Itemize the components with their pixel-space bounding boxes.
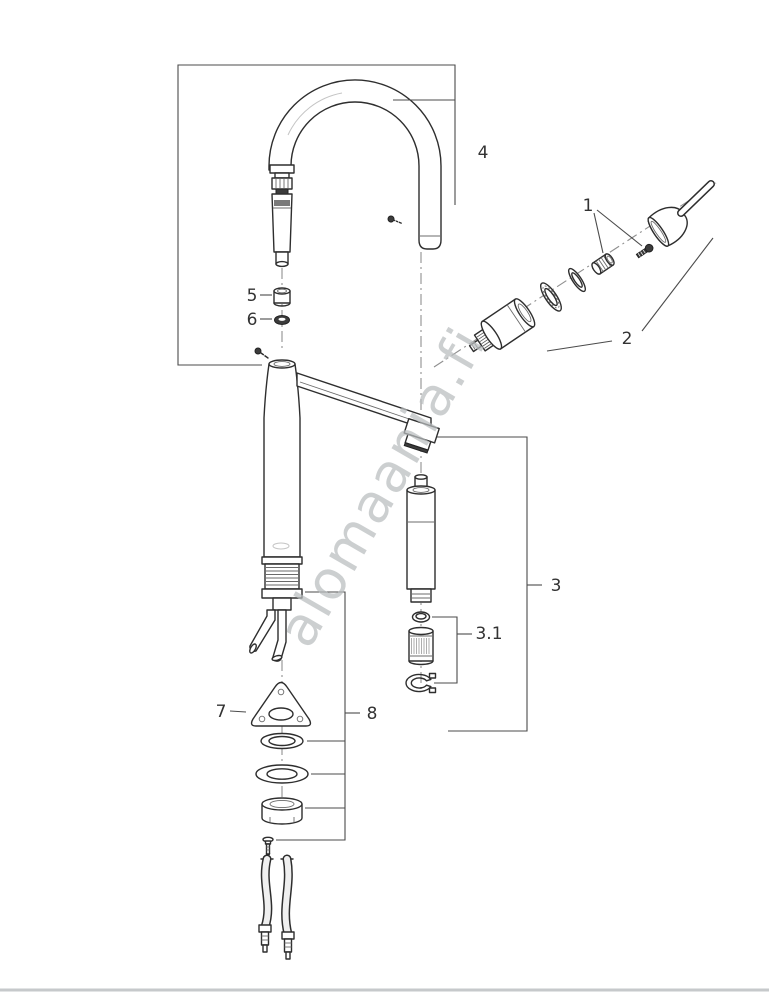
faucet-body [263,359,301,558]
washer-small [260,732,304,750]
callout-8: 8 [367,704,378,724]
callout-6: 6 [247,310,258,330]
part-5-sleeve [273,287,291,307]
diverter-part-3 [406,474,436,603]
arm-set-screw [387,215,402,224]
mounting-screw [262,836,274,859]
mounting-shank [261,556,303,611]
oring-3 [411,611,431,623]
callout-7: 7 [216,702,227,722]
set-screw-top [254,347,269,359]
leader-part-7 [229,710,247,713]
mousseur-3-1 [408,626,434,666]
spray-head [269,164,295,268]
leader-part-4-frame [177,64,456,366]
leader-part-1 [593,209,643,254]
callout-2: 2 [622,329,633,349]
cartridge-part-2 [468,298,536,353]
callout-1: 1 [583,196,594,216]
clip-3-1 [405,672,437,694]
mounting-triangle-part-7 [250,681,312,727]
ring-large [540,282,562,312]
leader-part-3-1 [432,616,472,684]
cartridge-adapter [591,253,615,275]
handle-lever-part-1 [647,180,715,247]
callout-4: 4 [478,143,489,163]
ring-small [567,267,587,293]
handle-screw [635,243,654,259]
washer-large [255,764,309,784]
callout-3-1: 3.1 [475,624,502,644]
mounting-nut [261,797,303,825]
callout-5: 5 [247,286,258,306]
leader-part-2 [546,237,714,352]
leader-part-3 [437,436,542,732]
supply-tails [249,609,287,662]
spout-arc [268,79,442,250]
callout-3: 3 [551,576,562,596]
part-6-oring [274,315,290,325]
leader-part-8 [276,591,360,841]
swivel-arm [296,372,440,454]
supply-hoses [258,854,295,960]
